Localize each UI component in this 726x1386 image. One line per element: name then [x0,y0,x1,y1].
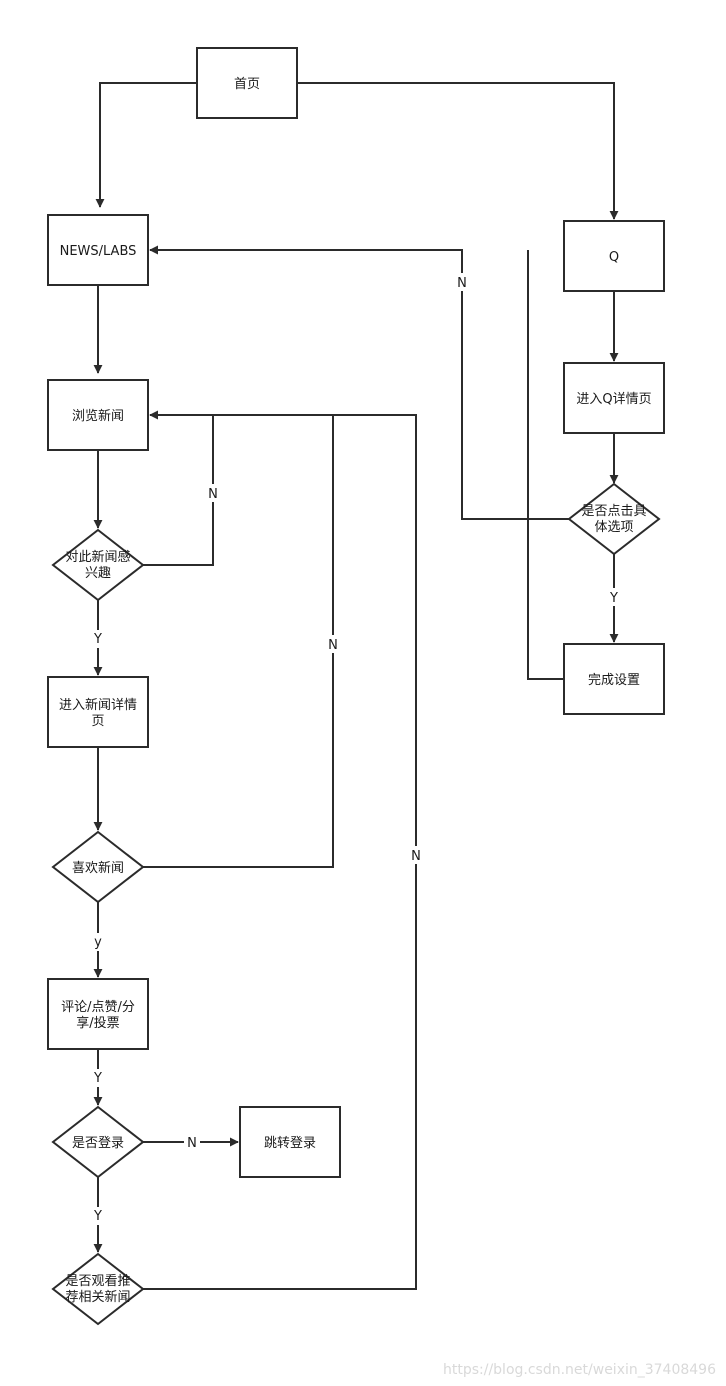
decision-logged-in-label: 是否登录 [72,1136,124,1151]
decision-like-news-label: 喜欢新闻 [72,860,124,876]
node-news-labs: NEWS/LABS [47,214,149,286]
edge-label-click-option-yes: Y [609,591,618,606]
decision-watch-related-label-line1: 是否观看推 [65,1273,130,1289]
edge-label-login-yes: Y [93,1209,102,1224]
edge-like-no [143,414,334,868]
node-interact: 评论/点赞/分 享/投票 [47,978,149,1050]
decision-click-option-label-line2: 体选项 [594,520,633,535]
decision-click-option-label-line1: 是否点击具 [581,504,646,519]
node-goto-login: 跳转登录 [239,1106,341,1178]
node-news-detail-label-line1: 进入新闻详情 [59,697,137,713]
node-news-detail: 进入新闻详情 页 [47,676,149,748]
edge-label-like-yes: y [94,935,102,950]
edge-complete-settings-back [527,250,564,680]
node-browse-news-label: 浏览新闻 [72,408,124,424]
node-goto-login-label: 跳转登录 [264,1136,316,1151]
edge-label-related-no: N [411,849,421,864]
node-interact-label-line2: 享/投票 [76,1015,119,1031]
edge-home-to-news-labs [95,82,197,208]
edge-label-interact-to-login: Y [93,1071,102,1086]
node-complete-settings-label: 完成设置 [588,673,640,688]
node-home-label: 首页 [234,77,260,92]
node-home: 首页 [196,47,298,119]
edges [93,82,619,1290]
edge-home-to-q [297,82,619,220]
edge-click-option-no [149,245,569,520]
watermark: https://blog.csdn.net/weixin_37408496 [442,1362,716,1378]
edge-label-click-option-no: N [457,276,467,291]
edge-label-interested-no: N [208,487,218,502]
edge-label-login-no: N [187,1136,197,1151]
node-q-label: Q [609,250,619,265]
edge-label-interested-yes: Y [93,632,102,647]
decision-watch-related: 是否观看推 荐相关新闻 [51,1252,145,1326]
decision-watch-related-label-line2: 荐相关新闻 [65,1289,130,1305]
edge-label-like-no: N [328,638,338,653]
edge-interested-no [143,410,214,566]
edge-labels: N Y N Y N y Y N Y N [91,273,621,1225]
decision-click-option: 是否点击具 体选项 [567,482,661,556]
decision-logged-in: 是否登录 [51,1105,145,1179]
node-browse-news: 浏览新闻 [47,379,149,451]
decision-interested-label-line1: 对此新闻感 [65,549,130,565]
node-news-detail-label-line2: 页 [91,714,104,729]
node-interact-label-line1: 评论/点赞/分 [61,1000,135,1015]
node-q-detail-label: 进入Q详情页 [576,392,651,407]
node-complete-settings: 完成设置 [563,643,665,715]
node-news-labs-label: NEWS/LABS [60,244,137,259]
decision-interested-label-line2: 兴趣 [85,566,111,581]
node-q: Q [563,220,665,292]
node-q-detail: 进入Q详情页 [563,362,665,434]
decision-like-news: 喜欢新闻 [51,830,145,904]
decision-interested: 对此新闻感 兴趣 [51,528,145,602]
